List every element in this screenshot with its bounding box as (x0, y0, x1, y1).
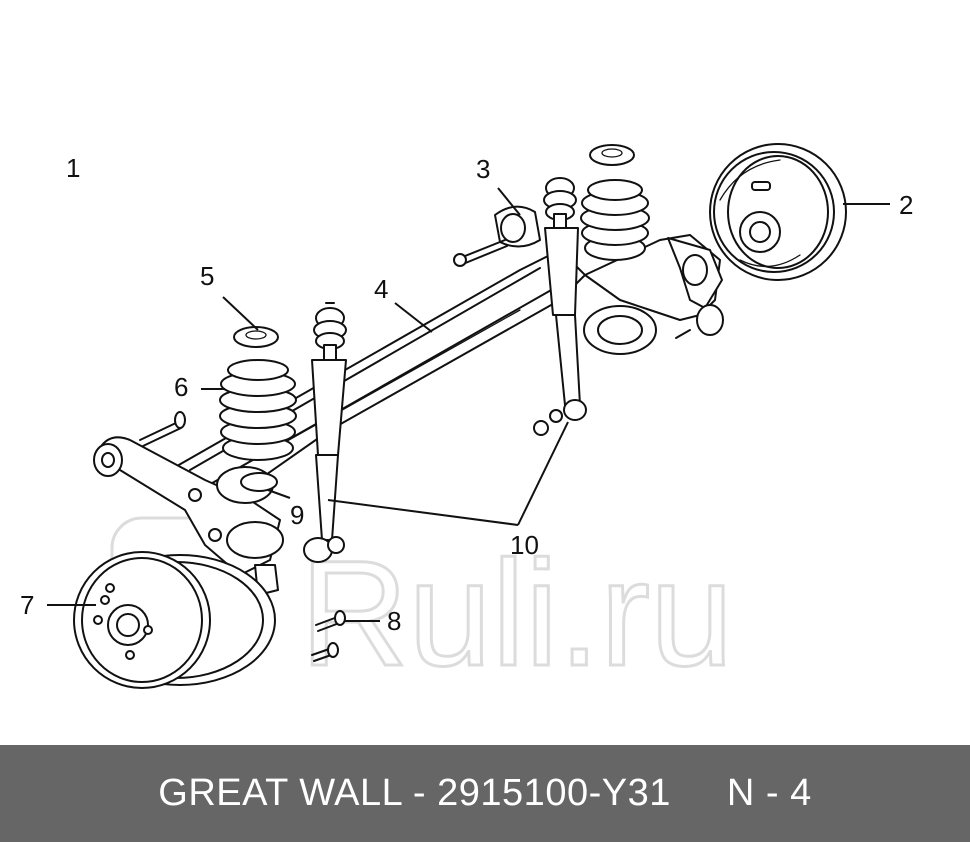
rear-suspension-diagram: Ruli.ru (20, 143, 914, 699)
callout-7: 7 (20, 590, 34, 620)
right-coil-spring (580, 179, 650, 261)
pivot-bolt (139, 411, 186, 447)
right-shock-absorber (533, 177, 587, 436)
fastener-bolts (311, 610, 346, 662)
callout-8: 8 (387, 606, 401, 636)
part-number-footer: GREAT WALL - 2915100-Y31 N - 4 (0, 745, 970, 842)
callout-2: 2 (899, 190, 913, 220)
diagram-reference-text: N - 4 (726, 772, 812, 814)
part-number-text: GREAT WALL - 2915100-Y31 (158, 772, 671, 814)
leader-lines (47, 187, 890, 622)
lower-spring-pad (240, 472, 278, 492)
watermark: Ruli.ru (110, 516, 735, 699)
brake-drum (73, 551, 276, 689)
pivot-bushing (453, 205, 541, 267)
callout-4: 4 (374, 274, 388, 304)
callout-6: 6 (174, 372, 188, 402)
left-coil-spring (219, 359, 297, 461)
callout-10: 10 (510, 530, 539, 560)
left-shock-absorber (303, 302, 347, 563)
callout-labels: 1 2 3 4 5 6 7 8 9 10 (20, 153, 913, 636)
callout-9: 9 (290, 500, 304, 530)
right-trailing-arm (583, 234, 724, 355)
callout-3: 3 (476, 154, 490, 184)
right-spring-seat (589, 144, 635, 166)
left-trailing-arm (93, 436, 284, 596)
callout-1: 1 (66, 153, 80, 183)
callout-5: 5 (200, 261, 214, 291)
watermark-text: Ruli.ru (300, 529, 733, 697)
left-spring-seat (233, 326, 279, 348)
brake-backing-plate (709, 143, 847, 281)
